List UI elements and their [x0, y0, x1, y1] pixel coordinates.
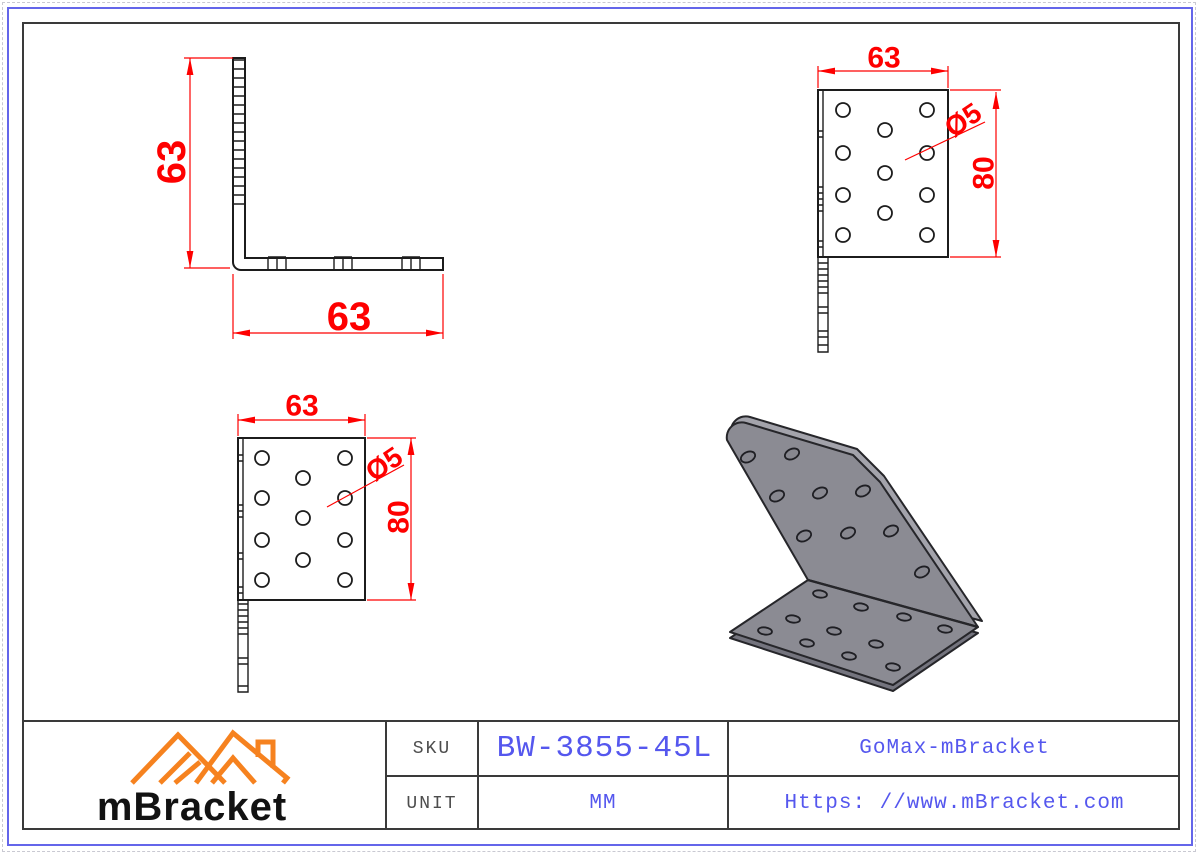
logo-mountains-icon — [130, 729, 291, 785]
front-view-top-holes — [835, 102, 935, 243]
front-view-bottom-height-label: 80 — [383, 500, 416, 533]
front-view-top-height-label: 80 — [968, 156, 1001, 189]
side-view-hole-sections — [267, 256, 421, 270]
sku-value-cell: BW-3855-45L — [477, 720, 727, 777]
title-block: SKU BW-3855-45L GoMax-mBracket UNIT MM H… — [22, 720, 1180, 830]
front-view-bottom-bent-leg-strip — [237, 600, 249, 693]
front-view-top-bent-leg-strip — [817, 257, 829, 353]
front-view-top-width-label: 63 — [867, 42, 900, 75]
iso-fold-line — [807, 578, 979, 629]
side-view-horizontal-dim-label: 63 — [327, 295, 372, 339]
front-view-bottom: 63 80 Ø5 — [237, 390, 416, 693]
unit-value: MM — [477, 777, 727, 830]
logo-wordmark: mBracket — [97, 785, 287, 827]
front-view-top: 63 80 Ø5 — [817, 42, 1001, 353]
front-view-bottom-height-dimension: 80 — [367, 437, 416, 601]
logo-cell — [22, 720, 385, 830]
side-view-vertical-dim-label: 63 — [150, 140, 194, 185]
front-view-top-height-dimension: 80 — [950, 89, 1001, 258]
side-view-vertical-dimension: 63 — [150, 57, 233, 269]
website-url: Https: //www.mBracket.com — [727, 777, 1180, 830]
side-view-serration-marks — [233, 59, 245, 205]
brand-name: GoMax-mBracket — [727, 720, 1180, 777]
sku-label: SKU — [385, 720, 477, 777]
sku-value: BW-3855-45L — [496, 731, 713, 766]
mbracket-logo: mBracket — [97, 729, 291, 827]
isometric-view — [725, 415, 983, 692]
iso-upper-plate-holes — [739, 447, 931, 579]
side-view-horizontal-dimension: 63 — [232, 274, 444, 339]
front-view-top-fold-edge — [818, 90, 824, 257]
front-view-bottom-hole-label: Ø5 — [360, 441, 408, 488]
drawing-frame — [22, 22, 1180, 830]
sheet-blue-border — [7, 7, 1193, 846]
front-view-bottom-holes — [254, 450, 353, 588]
front-view-bottom-width-dimension: 63 — [237, 390, 366, 436]
front-view-bottom-width-label: 63 — [285, 390, 318, 423]
front-view-top-width-dimension: 63 — [817, 42, 949, 88]
side-view: 63 63 — [150, 57, 444, 339]
front-view-bottom-fold-edge — [238, 438, 244, 600]
iso-lower-plate-holes — [757, 589, 953, 672]
side-view-outline — [232, 57, 444, 271]
unit-label: UNIT — [385, 777, 477, 830]
